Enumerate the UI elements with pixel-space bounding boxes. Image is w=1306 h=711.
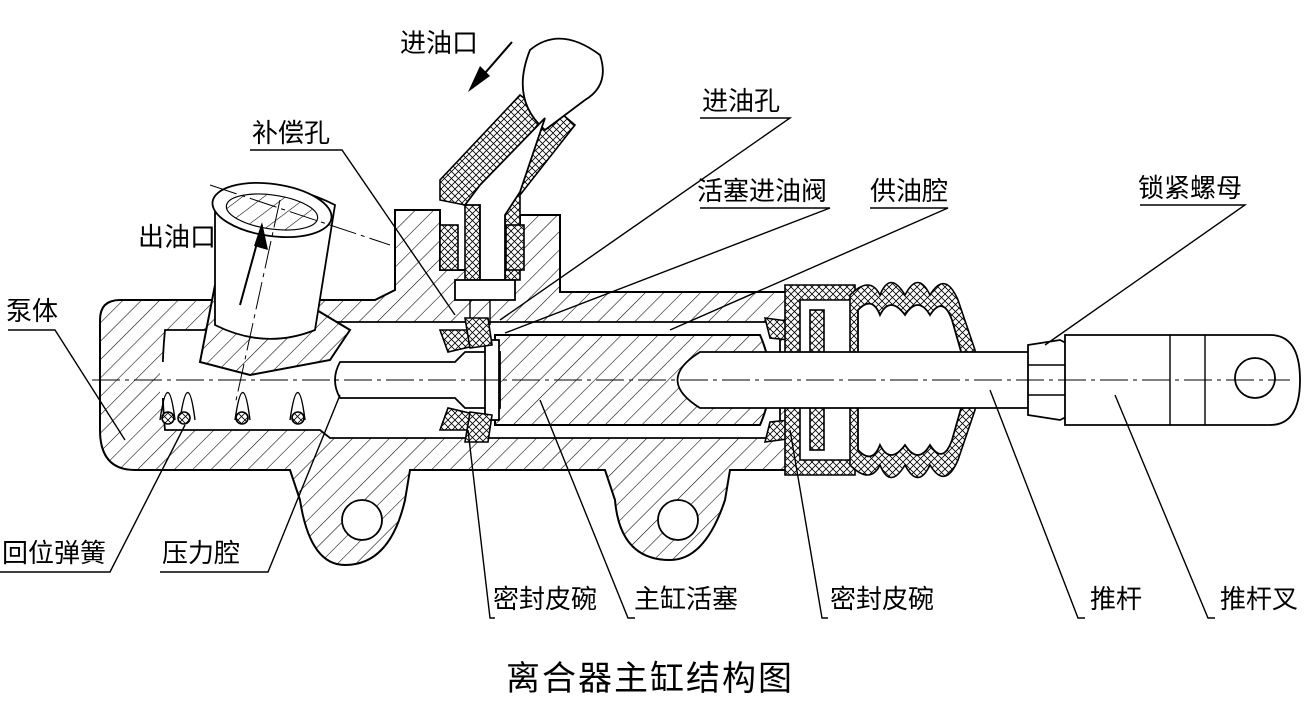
label-lock-nut: 锁紧螺母: [1138, 174, 1242, 204]
inlet-fitting: [439, 37, 604, 325]
label-piston-inlet-valve: 活塞进油阀: [697, 177, 827, 207]
label-push-rod: 推杆: [1090, 585, 1142, 615]
fork-pin-hole: [1234, 357, 1276, 399]
leader-lines: [0, 117, 1248, 619]
label-inlet-port: 进油口: [400, 29, 478, 59]
label-compensation-hole: 补偿孔: [252, 119, 330, 149]
outlet-port: [198, 182, 391, 406]
label-pressure-chamber: 压力腔: [162, 539, 240, 569]
label-supply-chamber: 供油腔: [870, 177, 948, 207]
mount-hole-right: [657, 499, 699, 541]
label-push-rod-fork: 推杆叉: [1220, 585, 1298, 615]
label-pump-body: 泵体: [6, 297, 58, 327]
label-outlet-port: 出油口: [138, 223, 216, 253]
seal-cup-1: [464, 317, 493, 349]
return-spring: [159, 392, 306, 425]
label-seal-cup-1: 密封皮碗: [493, 585, 597, 615]
label-master-piston: 主缸活塞: [634, 585, 738, 615]
label-seal-cup-2: 密封皮碗: [830, 585, 934, 615]
labels: 进油口 补偿孔 进油孔 活塞进油阀 供油腔 锁紧螺母 出油口 泵体 回位弹簧 压…: [2, 29, 1298, 615]
mount-hole-left: [341, 499, 383, 541]
label-return-spring: 回位弹簧: [2, 539, 106, 569]
diagram-title: 离合器主缸结构图: [506, 659, 794, 699]
label-inlet-hole: 进油孔: [702, 87, 780, 117]
push-rod-fork: [1064, 334, 1301, 426]
